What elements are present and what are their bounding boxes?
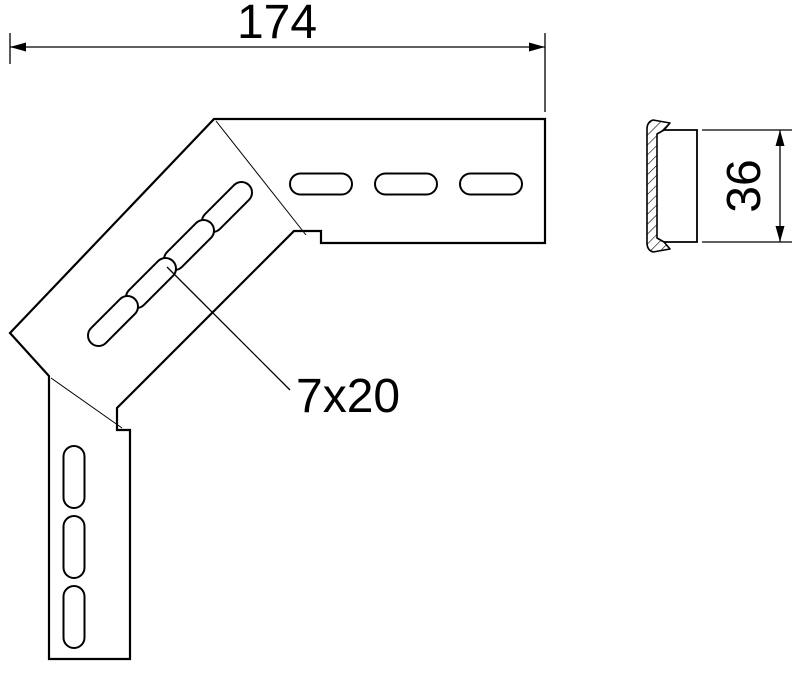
height-dimension-label: 36 (718, 159, 771, 212)
height-dimension: 36 (702, 129, 792, 243)
slot-hole (459, 172, 523, 196)
arrowhead-down-icon (775, 226, 785, 242)
slot-hole (62, 445, 86, 509)
slot-size-label: 7x20 (296, 370, 400, 423)
arrowhead-up-icon (775, 130, 785, 146)
arrowhead-right-icon (529, 42, 545, 52)
bend-line-upper (215, 120, 307, 236)
side-view (646, 119, 698, 253)
cut-section-hatch (646, 119, 671, 253)
slot-hole (289, 172, 353, 196)
part-outline (8, 117, 547, 661)
slot-leader-line (166, 266, 291, 391)
slot-hole (374, 172, 438, 196)
width-dimension: 174 (9, 0, 546, 112)
profile-body (664, 129, 698, 243)
main-view: 7x20 (8, 117, 547, 661)
width-dimension-label: 174 (237, 0, 317, 49)
bend-line-lower (50, 377, 123, 429)
slot-hole (62, 585, 86, 649)
arrowhead-left-icon (10, 42, 26, 52)
slot-hole (87, 295, 139, 347)
slot-hole (62, 515, 86, 579)
